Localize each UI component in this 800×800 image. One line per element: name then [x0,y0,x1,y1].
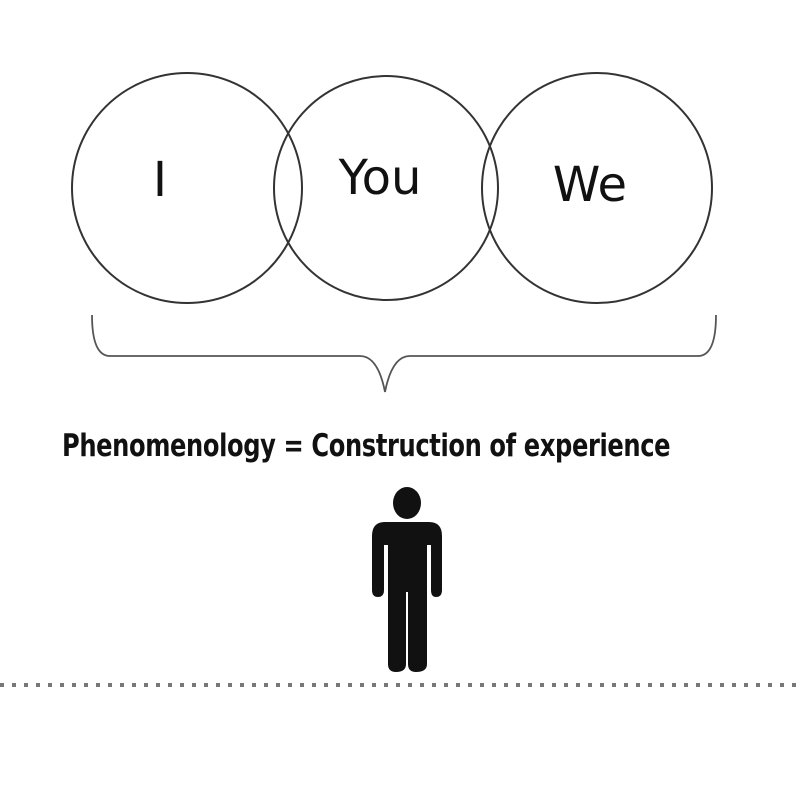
caption-phenomenology: Phenomenology = Construction of experien… [62,428,671,464]
circle-i [71,72,303,304]
person-icon [372,487,442,672]
curly-brace [91,314,717,393]
circle-we [481,72,713,304]
circle-label-i: I [152,152,168,208]
circle-label-we: We [552,157,628,213]
circle-you [273,75,499,301]
circle-label-you: You [338,150,422,206]
